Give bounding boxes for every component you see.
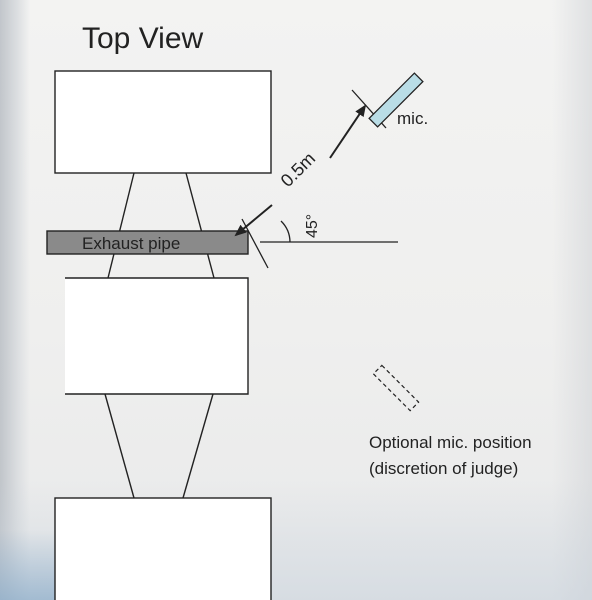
diagram-title: Top View bbox=[82, 22, 204, 55]
optional-mic-caption-line1: Optional mic. position bbox=[369, 433, 532, 452]
upper-link-left-edge bbox=[107, 172, 135, 279]
angle-label: 45° bbox=[304, 214, 321, 238]
mic-label: mic. bbox=[397, 109, 428, 128]
upper-link-right-edge bbox=[185, 172, 215, 279]
angle-arc bbox=[280, 220, 291, 243]
exhaust-pipe bbox=[46, 230, 249, 255]
exhaust-pipe-label: Exhaust pipe bbox=[82, 234, 180, 253]
middle-body-block bbox=[65, 277, 249, 395]
dimension-arrow-to-pipe bbox=[234, 204, 273, 237]
optional-mic-icon bbox=[372, 364, 420, 412]
distance-label: 0.5m bbox=[277, 148, 319, 190]
dimension-arrow-to-mic bbox=[329, 104, 367, 159]
optional-mic-caption-line2: (discretion of judge) bbox=[369, 459, 518, 478]
lower-link-left-edge bbox=[104, 393, 135, 499]
top-body-block bbox=[54, 70, 272, 174]
lower-link-right-edge bbox=[182, 393, 214, 499]
microphone-icon bbox=[368, 72, 424, 128]
bottom-body-block bbox=[54, 497, 272, 600]
